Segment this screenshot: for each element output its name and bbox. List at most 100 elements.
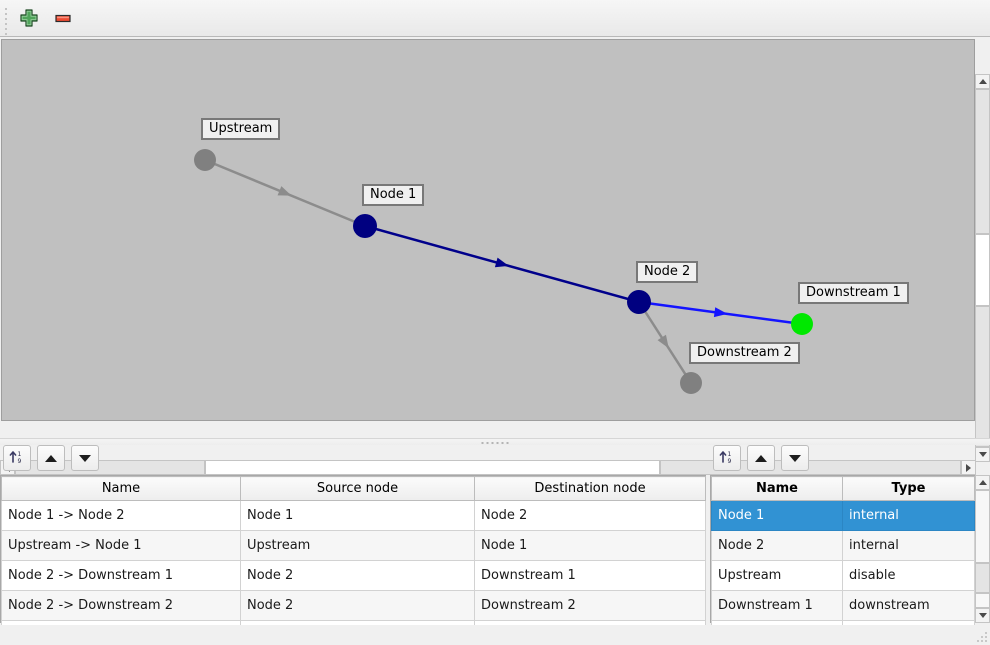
cell-source[interactable]: Node 2 — [240, 590, 475, 621]
graph-drawing — [194, 149, 813, 394]
add-node-button[interactable] — [16, 6, 42, 32]
nodes-table-vertical-scrollbar[interactable] — [975, 475, 990, 623]
scroll-thumb-horizontal[interactable] — [205, 460, 660, 475]
cell-source[interactable]: Node 1 — [240, 500, 475, 531]
cell-type[interactable]: internal — [842, 530, 975, 561]
cell-source[interactable]: Node 2 — [240, 560, 475, 591]
node-label-downstream1[interactable]: Downstream 1 — [798, 282, 909, 304]
cell-destination[interactable]: Downstream 1 — [474, 560, 706, 591]
cell-name[interactable]: Upstream — [711, 560, 843, 591]
scroll-track-lower[interactable] — [975, 306, 990, 447]
nodes-pane-toolbar: 1 9 — [713, 445, 913, 471]
cell-name[interactable]: Node 1 — [711, 500, 843, 531]
scroll-track-lower[interactable] — [975, 593, 990, 608]
svg-text:9: 9 — [18, 458, 22, 465]
node-label-upstream[interactable]: Upstream — [201, 118, 281, 140]
edge-arrowhead-node2-downstream2 — [657, 334, 669, 349]
scroll-track-upper[interactable] — [975, 490, 990, 563]
nodes-move-up-button[interactable] — [747, 445, 775, 471]
column-header-source-node[interactable]: Source node — [240, 476, 475, 501]
triangle-up-icon — [45, 454, 57, 462]
cell-name[interactable]: Node 2 — [711, 530, 843, 561]
splitter-grip-icon — [481, 442, 509, 444]
scroll-down-arrow[interactable] — [975, 608, 990, 623]
cell-name[interactable]: Node 2 -> Downstream 1 — [1, 560, 241, 591]
chevron-down-icon — [978, 452, 987, 457]
horizontal-splitter[interactable] — [0, 438, 990, 445]
resize-grip-icon[interactable] — [977, 632, 987, 642]
cell-destination[interactable]: Node 2 — [474, 500, 706, 531]
svg-text:1: 1 — [728, 451, 732, 458]
column-header-destination-node[interactable]: Destination node — [474, 476, 706, 501]
edges-move-down-button[interactable] — [71, 445, 99, 471]
nodes-sort-button[interactable]: 1 9 — [713, 445, 741, 471]
scroll-thumb[interactable] — [975, 563, 990, 593]
edges-pane-toolbar: 1 9 — [3, 445, 203, 471]
scroll-track-upper[interactable] — [975, 89, 990, 234]
graph-node-upstream[interactable] — [194, 149, 216, 171]
remove-node-button[interactable] — [50, 6, 76, 32]
column-header-type[interactable]: Type — [842, 476, 975, 501]
cell-destination[interactable]: Node 1 — [474, 530, 706, 561]
edges-move-up-button[interactable] — [37, 445, 65, 471]
scroll-right-arrow[interactable] — [961, 460, 976, 475]
chevron-down-icon — [978, 613, 987, 618]
node-label-node1[interactable]: Node 1 — [362, 184, 425, 206]
red-minus-icon — [52, 14, 74, 32]
cell-name[interactable]: Node 1 -> Node 2 — [1, 500, 241, 531]
cell-type[interactable]: downstream — [842, 590, 975, 621]
column-header-name[interactable]: Name — [1, 476, 241, 501]
scroll-thumb[interactable] — [975, 234, 990, 306]
chevron-right-icon — [966, 463, 971, 472]
graph-node-downstream2[interactable] — [680, 372, 702, 394]
triangle-down-icon — [79, 454, 91, 462]
cell-type[interactable]: disable — [842, 560, 975, 591]
triangle-up-icon — [755, 454, 767, 462]
node-label-node2[interactable]: Node 2 — [636, 261, 699, 283]
triangle-down-icon — [789, 454, 801, 462]
graph-node-downstream1[interactable] — [791, 313, 813, 335]
cell-name[interactable]: Upstream -> Node 1 — [1, 530, 241, 561]
column-header-name[interactable]: Name — [711, 476, 843, 501]
scroll-up-arrow[interactable] — [975, 74, 990, 89]
cell-name[interactable]: Downstream 1 — [711, 590, 843, 621]
edges-sort-button[interactable]: 1 9 — [3, 445, 31, 471]
cell-type[interactable]: internal — [842, 500, 975, 531]
svg-text:1: 1 — [18, 451, 22, 458]
node-label-downstream2[interactable]: Downstream 2 — [689, 342, 800, 364]
graph-node-node1[interactable] — [353, 214, 377, 238]
graph-node-node2[interactable] — [627, 290, 651, 314]
nodes-move-down-button[interactable] — [781, 445, 809, 471]
cell-source[interactable]: Upstream — [240, 530, 475, 561]
edge-arrowhead-upstream-node1 — [277, 186, 292, 196]
canvas-vertical-scrollbar[interactable] — [975, 74, 990, 462]
sort-ascending-icon: 1 9 — [8, 448, 26, 469]
scroll-up-arrow[interactable] — [975, 475, 990, 490]
cell-destination[interactable]: Downstream 2 — [474, 590, 706, 621]
green-plus-icon — [18, 8, 40, 32]
main-toolbar — [0, 0, 990, 37]
chevron-up-icon — [978, 480, 987, 485]
cell-name[interactable]: Node 2 -> Downstream 2 — [1, 590, 241, 621]
drag-grip-icon[interactable] — [5, 8, 10, 35]
canvas-horizontal-scrollbar[interactable] — [0, 460, 976, 475]
